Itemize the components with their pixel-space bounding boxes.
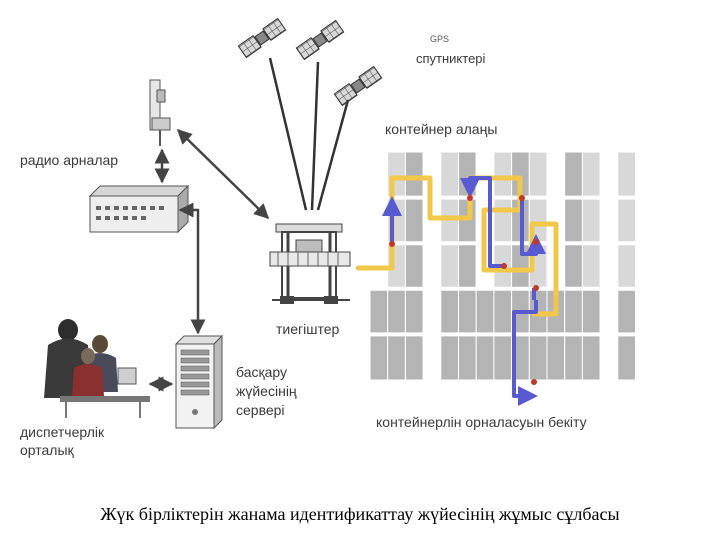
yard-cell bbox=[404, 197, 424, 244]
placement-label: контейнерлін орналасуын бекіту bbox=[376, 414, 587, 430]
yard-cell bbox=[458, 288, 477, 335]
yard-cell bbox=[564, 333, 583, 381]
radio-link-arrow bbox=[176, 128, 270, 220]
yard-cell bbox=[422, 288, 442, 335]
yard-cell bbox=[369, 333, 389, 381]
dispatch-label-line1: диспетчерлік bbox=[20, 424, 105, 440]
yard-cell bbox=[528, 151, 548, 199]
yard-cell bbox=[404, 288, 424, 335]
loaders-label: тиегіштер bbox=[276, 321, 340, 337]
radio-channels-label: радио арналар bbox=[20, 152, 119, 168]
diagram-caption: Жүк бірліктерін жанама идентификаттау жү… bbox=[100, 504, 620, 524]
yard-cell bbox=[369, 197, 389, 244]
server-label-line3: сервері bbox=[236, 402, 285, 418]
yard-cell bbox=[404, 333, 424, 381]
yard-cell bbox=[546, 333, 566, 381]
satellite-icon bbox=[295, 19, 345, 61]
yard-cell bbox=[581, 242, 601, 290]
dispatch-label-line2: орталық bbox=[20, 442, 74, 458]
yard-cell bbox=[458, 151, 477, 199]
yard-cell bbox=[528, 333, 548, 381]
yard-cell bbox=[617, 288, 636, 335]
yard-cell bbox=[422, 242, 442, 290]
yard-cell bbox=[493, 333, 513, 381]
yard-cell bbox=[617, 242, 636, 290]
radio-antenna-icon bbox=[149, 79, 171, 146]
yard-cell bbox=[564, 288, 583, 335]
yard-cell bbox=[440, 333, 459, 381]
yard-cell bbox=[599, 288, 619, 335]
position-markers bbox=[389, 195, 539, 385]
yard-cell bbox=[458, 333, 477, 381]
yard-cell bbox=[617, 197, 636, 244]
yard-cell bbox=[546, 151, 566, 199]
yard-cell bbox=[440, 288, 459, 335]
yard-cell bbox=[599, 197, 619, 244]
yard-cell bbox=[581, 333, 601, 381]
yard-cell bbox=[599, 151, 619, 199]
radio-unit-icon bbox=[88, 184, 190, 234]
yellow-route bbox=[355, 175, 559, 317]
yard-cell bbox=[581, 197, 601, 244]
gps-label: GPS bbox=[430, 34, 450, 44]
yard-cell bbox=[599, 242, 619, 290]
yard-cell bbox=[617, 151, 636, 199]
yard-cell bbox=[404, 242, 424, 290]
yard-cell bbox=[422, 333, 442, 381]
unit-to-server-arrow bbox=[178, 202, 206, 335]
yard-cell bbox=[458, 242, 477, 290]
yard-cell bbox=[369, 151, 389, 199]
yard-cell bbox=[493, 151, 513, 199]
yard-cell bbox=[440, 151, 459, 199]
yard-cell bbox=[440, 242, 459, 290]
server-label-line1: басқару bbox=[236, 364, 288, 380]
gps-signal-lines bbox=[268, 57, 350, 211]
server-tower-icon bbox=[174, 334, 224, 430]
dispatcher-people-icon bbox=[44, 319, 150, 418]
yard-cell bbox=[581, 151, 601, 199]
yard-cell bbox=[493, 197, 513, 244]
straddle-carrier-icon bbox=[269, 223, 351, 304]
yard-cell bbox=[404, 151, 424, 199]
yard-cell bbox=[599, 333, 619, 381]
server-label-line2: жүйесінің bbox=[236, 383, 297, 399]
yard-cell bbox=[617, 333, 636, 381]
yard-cell bbox=[581, 288, 601, 335]
container-area-label: контейнер алаңы bbox=[385, 121, 498, 137]
satellite-icon bbox=[237, 17, 287, 59]
yard-cell bbox=[475, 333, 495, 381]
yard-cell bbox=[387, 288, 406, 335]
yard-cell bbox=[475, 288, 495, 335]
yard-cell bbox=[493, 288, 513, 335]
yard-cell bbox=[564, 197, 583, 244]
satellite-icon bbox=[333, 65, 383, 107]
yard-cell bbox=[564, 151, 583, 199]
yard-cell bbox=[369, 288, 389, 335]
satellites-label: спутниктері bbox=[416, 51, 486, 66]
yard-cell bbox=[387, 333, 406, 381]
yard-cell bbox=[564, 242, 583, 290]
